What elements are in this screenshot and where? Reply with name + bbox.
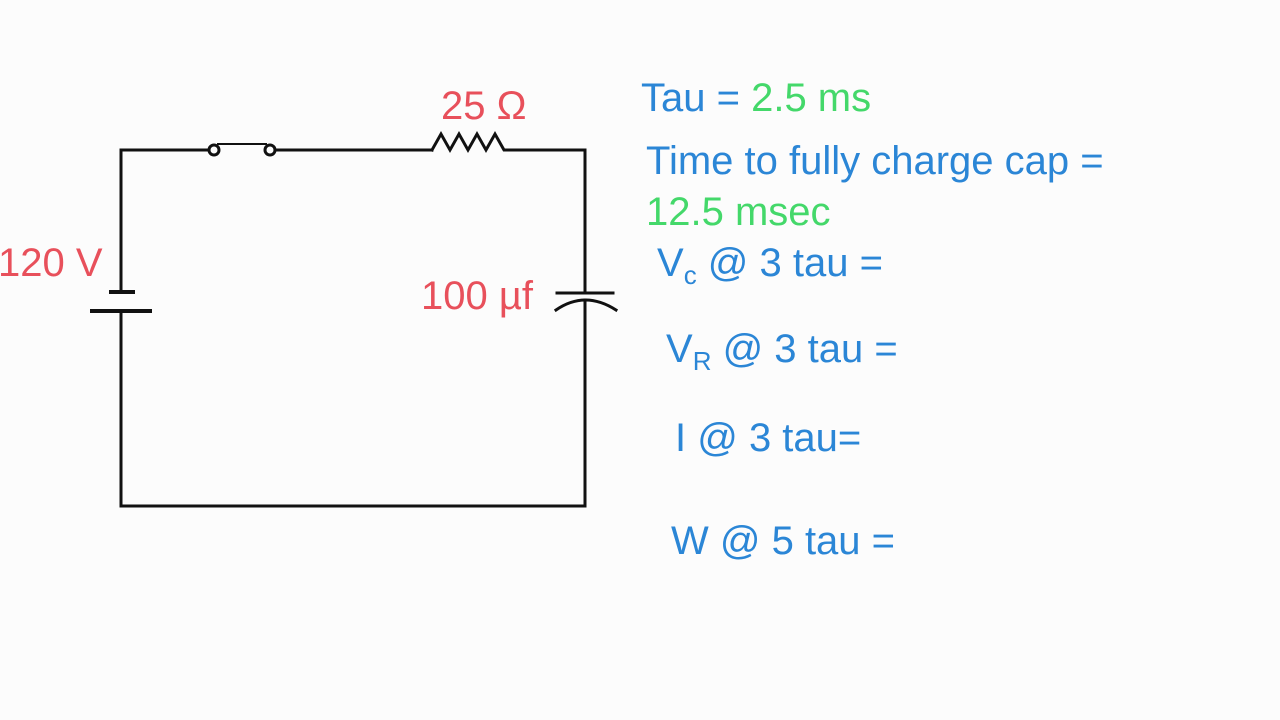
tau-value: 2.5 ms [751, 76, 872, 120]
resistor [429, 130, 515, 154]
full-charge-answer: 12.5 msec [646, 190, 831, 234]
vc-text: @ 3 tau = [696, 241, 883, 285]
source-voltage-label: 120 V [0, 241, 103, 285]
full-charge-question: Time to fully charge cap = [646, 139, 1104, 183]
energy-question: W @ 5 tau = [671, 519, 896, 563]
current-question: I @ 3 tau= [675, 416, 862, 460]
switch-terminal-left [207, 143, 221, 157]
vc-question: Vc @ 3 tau = [657, 241, 883, 288]
tau-prefix: Tau = [641, 76, 752, 120]
vc-symbol: V [657, 241, 684, 285]
vc-subscript: c [683, 260, 697, 290]
tau-line: Tau = 2.5 ms [641, 78, 871, 118]
vr-text: @ 3 tau = [711, 327, 898, 371]
vr-subscript: R [692, 346, 712, 376]
resistor-label: 25 Ω [441, 84, 527, 128]
capacitor-label: 100 µf [421, 274, 534, 318]
vr-question: VR @ 3 tau = [666, 327, 898, 374]
vr-symbol: V [666, 327, 693, 371]
